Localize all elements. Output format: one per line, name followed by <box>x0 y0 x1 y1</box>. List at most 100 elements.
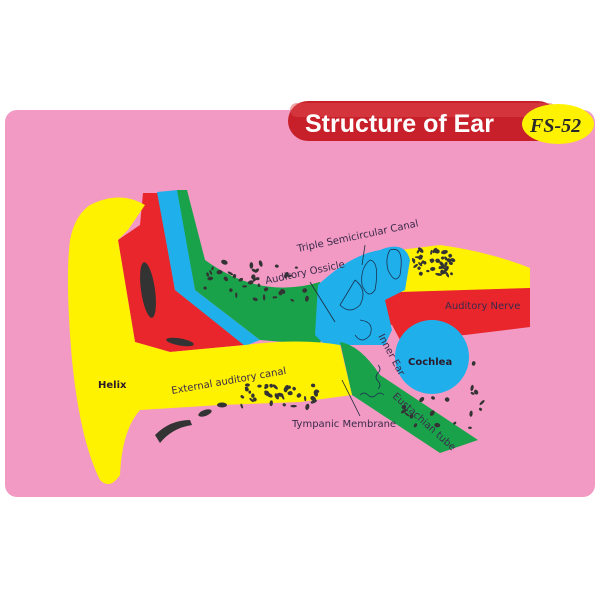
bone-dot <box>290 404 297 408</box>
bone-dot <box>227 271 234 276</box>
bone-dot <box>252 397 257 402</box>
title: Structure of Ear <box>305 110 494 138</box>
bone-dot <box>444 256 448 261</box>
bone-dot <box>439 266 446 270</box>
bone-dot <box>207 276 214 281</box>
bone-dot <box>251 274 256 280</box>
bone-dot <box>305 295 309 302</box>
bone-dot <box>430 266 436 271</box>
bone-dot <box>444 265 449 272</box>
bone-dot <box>413 263 418 268</box>
bone-dot <box>416 249 420 254</box>
bone-dot <box>429 410 435 416</box>
product-code: FS-52 <box>529 115 581 137</box>
bone-dot <box>221 259 228 265</box>
bone-dot <box>310 399 317 404</box>
bone-dot <box>450 258 456 263</box>
bone-dot <box>423 261 427 265</box>
bone-dot <box>257 384 262 388</box>
bone-dot <box>448 261 453 265</box>
inner-ear-shape <box>315 246 410 345</box>
bone-dot <box>272 296 278 299</box>
bone-dot <box>414 256 422 259</box>
helix-shape <box>67 197 353 484</box>
bone-dot <box>269 383 273 388</box>
bone-dot <box>419 397 425 403</box>
bone-dot <box>223 276 229 282</box>
bone-dot <box>473 389 479 395</box>
title-banner: Structure of Ear FS-52 <box>288 101 594 144</box>
bone-dot <box>232 274 237 279</box>
bone-dot <box>310 383 316 388</box>
bone-dot <box>302 288 308 293</box>
bone-dot <box>433 248 440 254</box>
bone-dot <box>444 261 448 267</box>
bone-dot <box>418 271 423 276</box>
bone-dot <box>470 392 475 395</box>
bone-dot <box>453 421 457 425</box>
bone-dot <box>280 393 285 400</box>
bone-dot <box>297 393 302 398</box>
bone-dot <box>469 410 473 417</box>
label-nerve: Auditory Nerve <box>445 301 520 312</box>
bone-dot <box>254 268 260 273</box>
bone-dot <box>244 386 249 390</box>
bone-dot <box>430 249 433 255</box>
bone-dot <box>441 270 447 275</box>
bone-dot <box>249 397 254 403</box>
bone-dot <box>257 283 261 287</box>
bone-dot <box>439 261 444 267</box>
bone-dot <box>429 258 433 264</box>
pointer-lines <box>309 244 366 417</box>
bone-dot <box>229 288 233 293</box>
bone-dot <box>440 256 445 260</box>
bone-dot <box>287 274 293 278</box>
bone-dot <box>263 287 269 292</box>
blue-strip <box>157 190 260 346</box>
bone-dot <box>252 297 258 302</box>
bone-dot <box>294 266 298 269</box>
bone-dot <box>244 383 250 387</box>
bone-dot <box>435 272 443 276</box>
bone-dot <box>249 262 254 269</box>
bone-dot <box>240 403 244 409</box>
bone-dot <box>431 396 435 400</box>
bone-dot <box>471 361 476 366</box>
bone-dot <box>448 253 453 258</box>
bone-dot <box>315 389 320 393</box>
bone-dot <box>284 272 289 279</box>
bone-dot <box>264 390 270 395</box>
bone-dot <box>413 423 418 428</box>
bone-dot <box>248 390 252 394</box>
bone-marks <box>140 262 227 443</box>
bone-dot <box>444 397 450 402</box>
bone-dot <box>434 422 441 428</box>
bone-dot <box>216 270 223 275</box>
bone-dots <box>203 247 485 430</box>
bone-dot <box>419 254 423 258</box>
bone-dot <box>274 393 280 400</box>
bone-dot <box>479 400 485 406</box>
bone-dot <box>418 262 423 267</box>
bone-dot <box>441 249 448 255</box>
label-cochlea: Cochlea <box>408 357 452 368</box>
temporal-bone-region <box>400 245 530 293</box>
bone-dot <box>412 258 416 264</box>
bone-dot <box>450 272 453 276</box>
bone-dot <box>468 426 472 430</box>
semicircular-canals <box>339 248 402 341</box>
bone-dot <box>288 391 293 396</box>
bone-dot <box>258 260 263 267</box>
bone-dot <box>409 414 414 419</box>
bone-dot <box>255 277 260 281</box>
bone-dot <box>211 266 214 271</box>
bone-dot <box>209 270 213 275</box>
cochlea-shape <box>395 320 469 394</box>
bone-dot <box>247 280 254 285</box>
bone-dot <box>269 400 273 407</box>
bone-dot <box>420 260 424 265</box>
bone-dot <box>283 387 288 393</box>
bone-dot <box>242 285 247 288</box>
bone-dot <box>235 292 238 298</box>
